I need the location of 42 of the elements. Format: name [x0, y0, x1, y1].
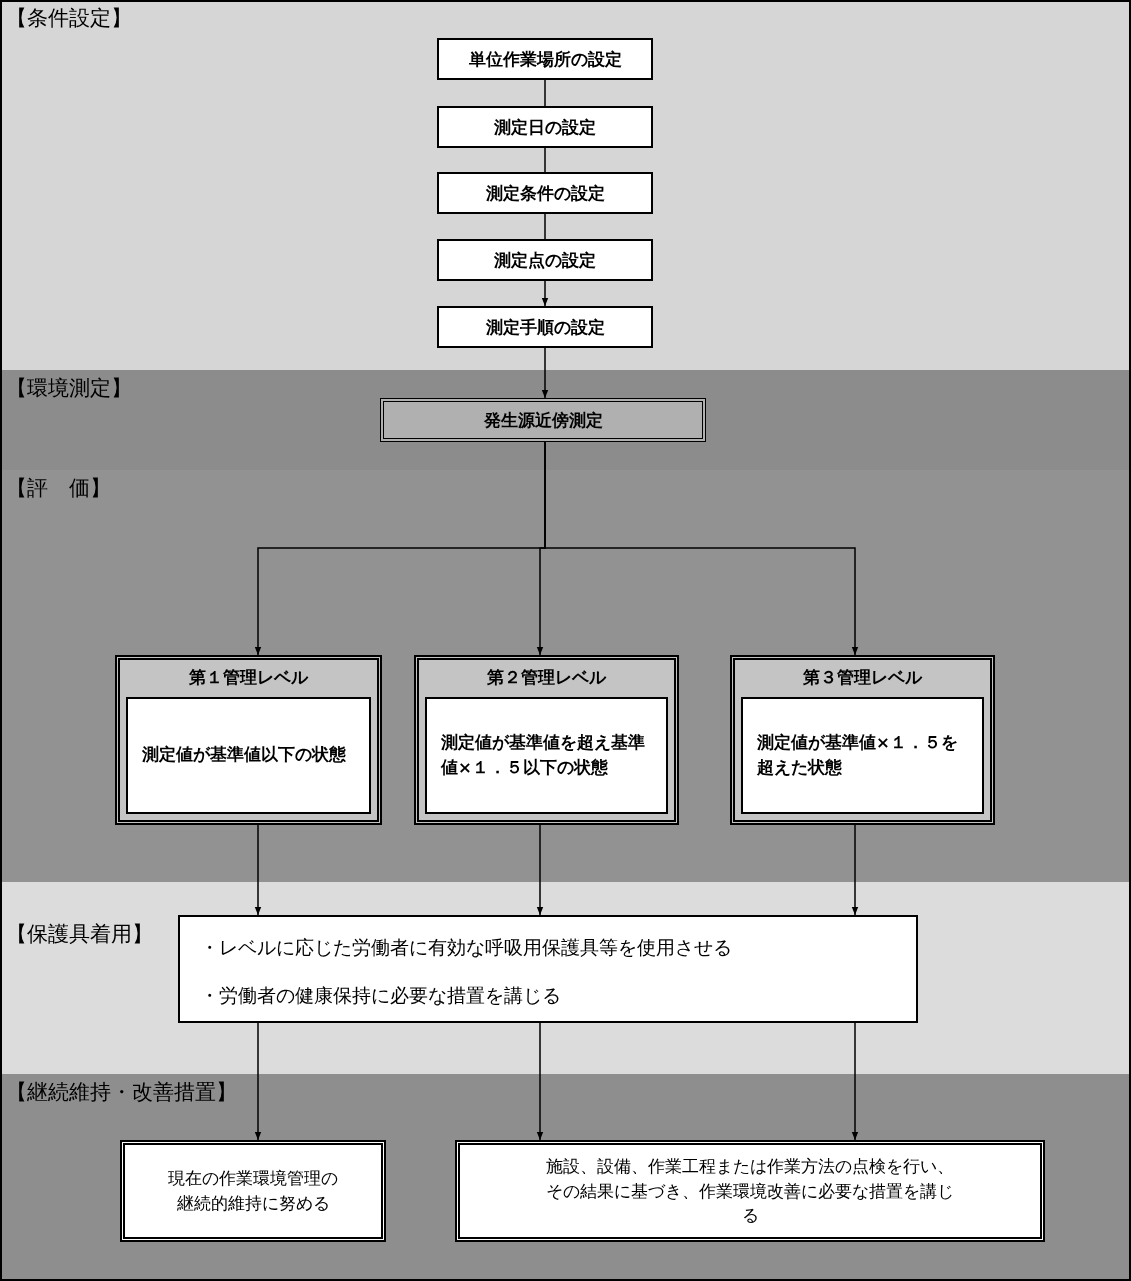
connector-line [544, 79, 546, 107]
description-box: 測定値が基準値を超え基準値×１．５以下の状態 [425, 697, 668, 814]
level-heading: 第２管理レベル [487, 667, 606, 687]
section-band [0, 370, 1131, 470]
step-box: 測定日の設定 [437, 106, 653, 148]
arrow [541, 347, 549, 399]
step-box: 測定手順の設定 [437, 306, 653, 348]
step-box: 測定条件の設定 [437, 172, 653, 214]
action-box: 現在の作業環境管理の継続的維持に努める [120, 1140, 386, 1242]
description-box: 測定値が基準値×１．５を超えた状態 [741, 697, 984, 814]
arrow [851, 824, 859, 916]
arrow [254, 1022, 262, 1141]
measures-box [178, 915, 918, 1023]
section-label: 【環境測定】 [6, 375, 132, 402]
section-label: 【条件設定】 [6, 5, 132, 32]
arrow [254, 824, 262, 916]
level-box [414, 655, 679, 825]
step-box: 測定点の設定 [437, 239, 653, 281]
section-band [0, 0, 1131, 370]
section-label: 【継続維持・改善措置】 [6, 1079, 237, 1106]
connector-line [544, 147, 546, 173]
section-label: 【評 価】 [6, 475, 111, 502]
connector-line [544, 213, 546, 240]
arrow [541, 280, 549, 307]
arrow [536, 824, 544, 916]
action-box: 施設、設備、作業工程または作業方法の点検を行い、その結果に基づき、作業環境改善に必要な措置を講じる [455, 1140, 1045, 1242]
section-label: 【保護具着用】 [6, 921, 153, 948]
section-band [0, 470, 1131, 882]
section-band [0, 882, 1131, 1074]
bullet-item: ・労働者の健康保持に必要な措置を講じる [200, 983, 562, 1008]
arrow [536, 1022, 544, 1141]
step-box: 単位作業場所の設定 [437, 38, 653, 80]
level-heading: 第１管理レベル [189, 667, 308, 687]
arrow [851, 1022, 859, 1141]
measurement-box: 発生源近傍測定 [380, 398, 706, 442]
level-heading: 第３管理レベル [803, 667, 922, 687]
level-box [115, 655, 382, 825]
description-box: 測定値が基準値以下の状態 [126, 697, 371, 814]
bullet-item: ・レベルに応じた労働者に有効な呼吸用保護具等を使用させる [200, 935, 733, 960]
arrow [544, 441, 859, 656]
level-box [730, 655, 995, 825]
section-band [0, 1074, 1131, 1281]
